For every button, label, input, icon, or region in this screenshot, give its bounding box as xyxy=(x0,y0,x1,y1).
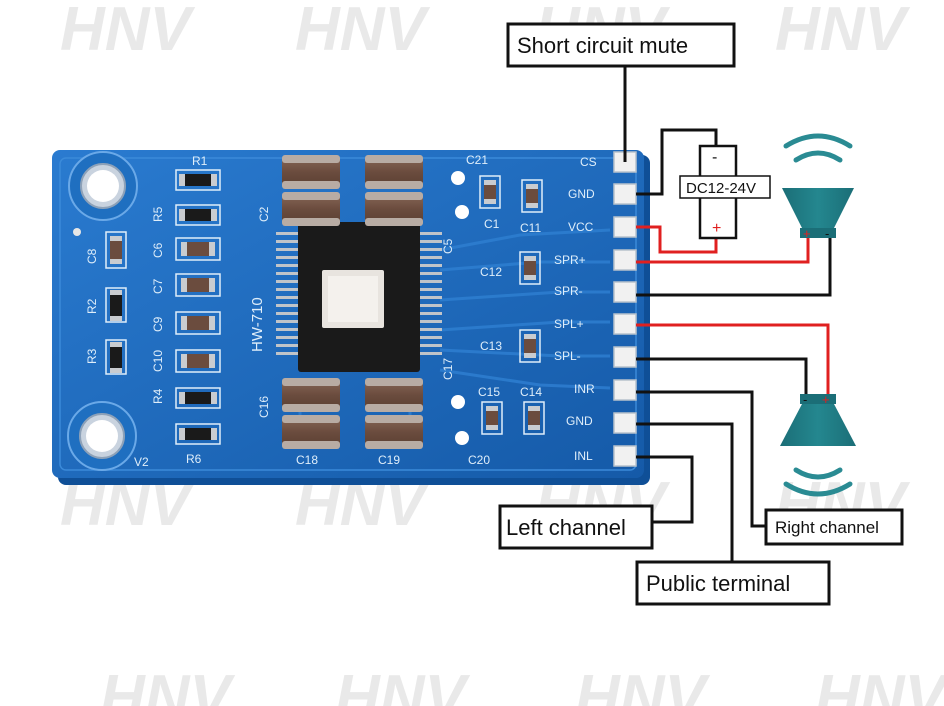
watermark-text: HNV xyxy=(815,663,944,706)
pin-header: CS GND VCC SPR+ SPR- SPL+ SPL- INR GND I… xyxy=(554,151,637,467)
label-v2: V2 xyxy=(134,455,149,469)
wire-vcc-power xyxy=(636,225,718,254)
label-c15: C15 xyxy=(478,385,500,399)
label-c14: C14 xyxy=(520,385,542,399)
speaker-icon xyxy=(780,404,856,446)
pin-label-gnd-2: GND xyxy=(566,414,593,428)
watermark-text: HNV xyxy=(775,0,911,64)
pin-label-vcc: VCC xyxy=(568,220,594,234)
power-label: DC12-24V xyxy=(686,180,756,197)
label-c18: C18 xyxy=(296,453,318,467)
label-c16: C16 xyxy=(257,396,271,418)
pin-label-spr-minus: SPR- xyxy=(554,284,583,298)
mounting-hole xyxy=(68,151,138,221)
label-r6: R6 xyxy=(186,452,202,466)
speaker-top-plus: + xyxy=(803,226,811,241)
watermark-text: HNV xyxy=(100,663,236,706)
callout-short-circuit-mute-text: Short circuit mute xyxy=(517,33,688,58)
pin-label-inr: INR xyxy=(574,382,595,396)
pin-label-spl-plus: SPL+ xyxy=(554,317,584,331)
label-c9: C9 xyxy=(151,316,165,332)
watermark-text: HNV xyxy=(575,663,711,706)
mounting-hole xyxy=(67,401,137,471)
wire-gnd-public xyxy=(636,422,734,562)
callout-left-channel: Left channel xyxy=(498,504,654,550)
board-model: HW-710 xyxy=(249,297,266,352)
label-r5: R5 xyxy=(151,206,165,222)
pin-label-cs: CS xyxy=(580,155,597,169)
wire-inr xyxy=(636,390,768,528)
pin-label-gnd: GND xyxy=(568,187,595,201)
speaker-icon xyxy=(782,188,854,228)
label-c17: C17 xyxy=(441,358,455,380)
label-r1: R1 xyxy=(192,154,208,168)
watermark-text: HNV xyxy=(295,0,431,64)
pin-pad-gnd-2 xyxy=(613,412,637,434)
label-r3: R3 xyxy=(85,348,99,364)
callout-left-channel-text: Left channel xyxy=(506,515,626,540)
pin-label-spl-minus: SPL- xyxy=(554,349,581,363)
speaker-top-minus: - xyxy=(825,226,829,241)
label-c21: C21 xyxy=(466,153,488,167)
callout-public-terminal-text: Public terminal xyxy=(646,571,790,596)
via-holes xyxy=(451,171,469,445)
wire-inl xyxy=(636,455,694,524)
callout-public-terminal: Public terminal xyxy=(635,560,831,606)
label-r2: R2 xyxy=(85,298,99,314)
watermark-text: HNV xyxy=(335,663,471,706)
capacitor-c19 xyxy=(365,378,423,449)
capacitor-c5 xyxy=(365,155,423,226)
callout-short-circuit-mute: Short circuit mute xyxy=(506,22,736,68)
watermark-text: HNV xyxy=(60,0,196,64)
label-c7: C7 xyxy=(151,278,165,294)
sound-waves-icon xyxy=(783,133,853,163)
pin-pad-spr-minus xyxy=(613,281,637,303)
silkscreen-labels: R1 R5 C6 C7 C9 C10 R4 R6 C8 R2 R3 V2 C2 … xyxy=(85,153,542,469)
label-c1: C1 xyxy=(484,217,500,231)
smd-components xyxy=(105,169,545,445)
pin-pad-gnd xyxy=(613,183,637,205)
amplifier-chip xyxy=(276,222,442,372)
power-minus-sign: - xyxy=(712,149,717,166)
speaker-bottom-minus: - xyxy=(803,392,807,407)
speaker-right: + - xyxy=(782,133,854,241)
pin-pad-inl xyxy=(613,445,637,467)
label-c8: C8 xyxy=(85,248,99,264)
pin-pad-spr-plus xyxy=(613,249,637,271)
label-c20: C20 xyxy=(468,453,490,467)
wires xyxy=(623,64,832,562)
wire-gnd-power xyxy=(636,128,718,196)
pin-pad-inr xyxy=(613,379,637,401)
label-c6: C6 xyxy=(151,242,165,258)
label-c11: C11 xyxy=(520,221,541,235)
label-c19: C19 xyxy=(378,453,400,467)
pin-pad-spl-minus xyxy=(613,346,637,368)
sound-waves-icon xyxy=(783,467,853,497)
label-c2: C2 xyxy=(257,206,271,222)
wire-spl-minus xyxy=(636,357,808,396)
pin-pad-spl-plus xyxy=(613,313,637,335)
speaker-left: - + xyxy=(780,392,856,497)
label-c5: C5 xyxy=(441,238,455,254)
capacitor-c18 xyxy=(282,378,340,449)
wire-spl-plus xyxy=(636,323,830,396)
power-supply: - + DC12-24V xyxy=(679,144,771,240)
speaker-bottom-plus: + xyxy=(822,392,830,407)
label-c10: C10 xyxy=(151,350,165,372)
callout-right-channel-text: Right channel xyxy=(775,518,879,537)
label-c13: C13 xyxy=(480,339,502,353)
capacitor-c2 xyxy=(282,155,340,226)
wire-spr-plus xyxy=(636,236,810,264)
pin-label-inl: INL xyxy=(574,449,593,463)
label-c12: C12 xyxy=(480,265,502,279)
label-r4: R4 xyxy=(151,388,165,404)
callout-right-channel: Right channel xyxy=(764,508,904,546)
pin-label-spr-plus: SPR+ xyxy=(554,253,586,267)
pcb-board: R1 R5 C6 C7 C9 C10 R4 R6 C8 R2 R3 V2 C2 … xyxy=(52,150,650,485)
pin-pad-vcc xyxy=(613,216,637,238)
power-plus-sign: + xyxy=(712,220,721,237)
wire-spr-minus xyxy=(636,236,832,297)
